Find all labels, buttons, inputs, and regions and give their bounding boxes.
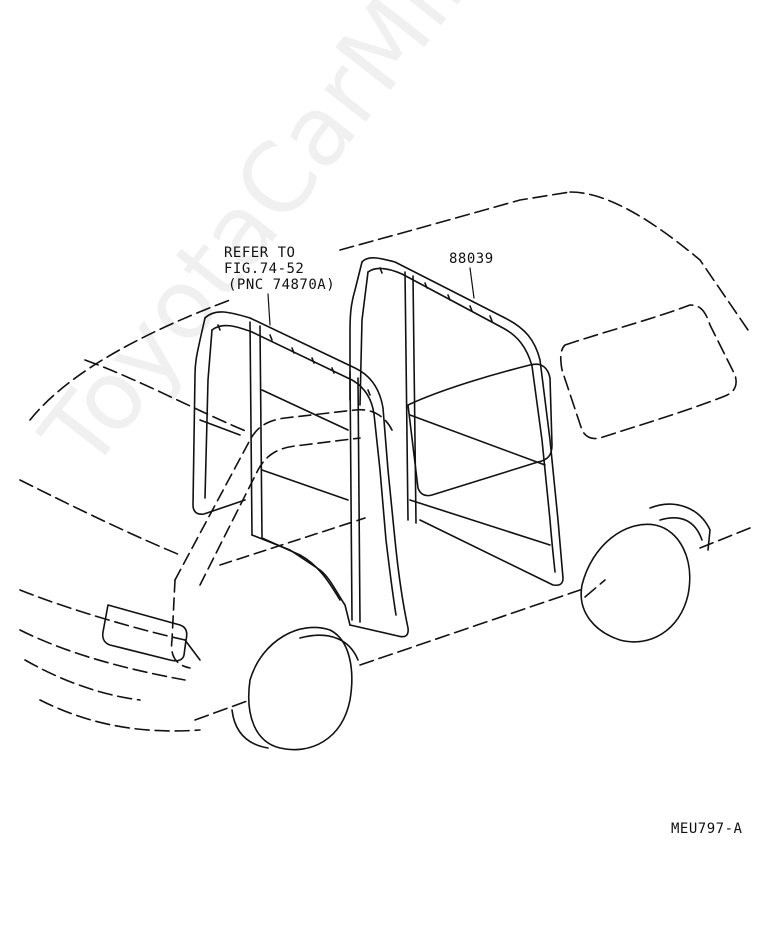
front-door-weatherstrip (192, 311, 409, 638)
refer-callout-line3: (PNC 74870A) (228, 277, 336, 293)
rear-door-weatherstrip (349, 257, 564, 587)
vehicle-body-outline (19, 191, 751, 732)
front-lamp (101, 604, 201, 662)
rear-wheel (580, 503, 711, 643)
refer-callout-line2: FIG.74-52 (224, 261, 305, 277)
callout-leaders (267, 267, 475, 326)
figure-code-label: MEU797-A (671, 821, 743, 837)
front-wheel (231, 626, 359, 751)
front-door-dashed-frame (170, 408, 393, 669)
refer-callout-line1: REFER TO (224, 245, 296, 261)
part-number-label: 88039 (449, 251, 494, 267)
